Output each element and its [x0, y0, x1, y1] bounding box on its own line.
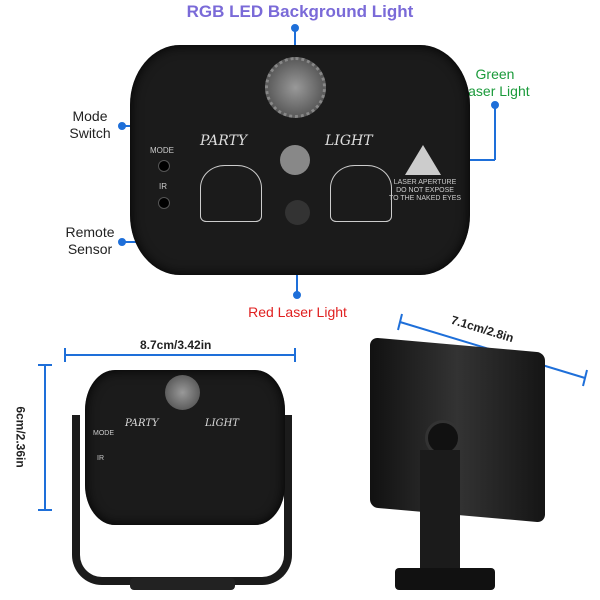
mode-button[interactable] — [158, 160, 170, 172]
seal-left-icon — [200, 165, 262, 222]
device-front-large: PARTY LIGHT MODE IR LASER APERTURE DO NO… — [130, 45, 470, 275]
product-title: RGB LED Background Light — [186, 2, 414, 21]
ir-sensor — [158, 197, 170, 209]
remote-sensor-label: Remote Sensor — [65, 224, 115, 257]
width-dimension: 8.7cm/3.42in — [140, 338, 212, 352]
bracket-base — [130, 578, 235, 590]
green-laser-aperture — [280, 145, 310, 175]
red-laser-aperture — [285, 200, 310, 225]
rgb-led-dome — [265, 57, 326, 118]
rgb-led-dome-small — [165, 375, 200, 410]
party-print-small: PARTY — [125, 418, 159, 429]
laser-warning-text: LASER APERTURE DO NOT EXPOSE TO THE NAKE… — [388, 179, 462, 202]
mode-print-small: MODE — [93, 430, 114, 437]
light-print-small: LIGHT — [205, 418, 239, 429]
side-base — [395, 568, 495, 590]
light-print: LIGHT — [325, 133, 373, 149]
ir-print: IR — [159, 182, 167, 191]
seal-right-icon — [330, 165, 392, 222]
ir-print-small: IR — [97, 455, 104, 462]
side-stand — [420, 450, 460, 570]
height-dimension: 6cm/2.36in — [13, 406, 28, 468]
device-front-small: PARTY LIGHT MODE IR — [85, 370, 285, 525]
laser-warning-icon — [405, 145, 441, 175]
red-laser-label: Red Laser Light — [248, 304, 347, 320]
party-print: PARTY — [200, 133, 248, 149]
mode-switch-label: Mode Switch — [69, 108, 111, 141]
mode-print: MODE — [150, 146, 174, 155]
